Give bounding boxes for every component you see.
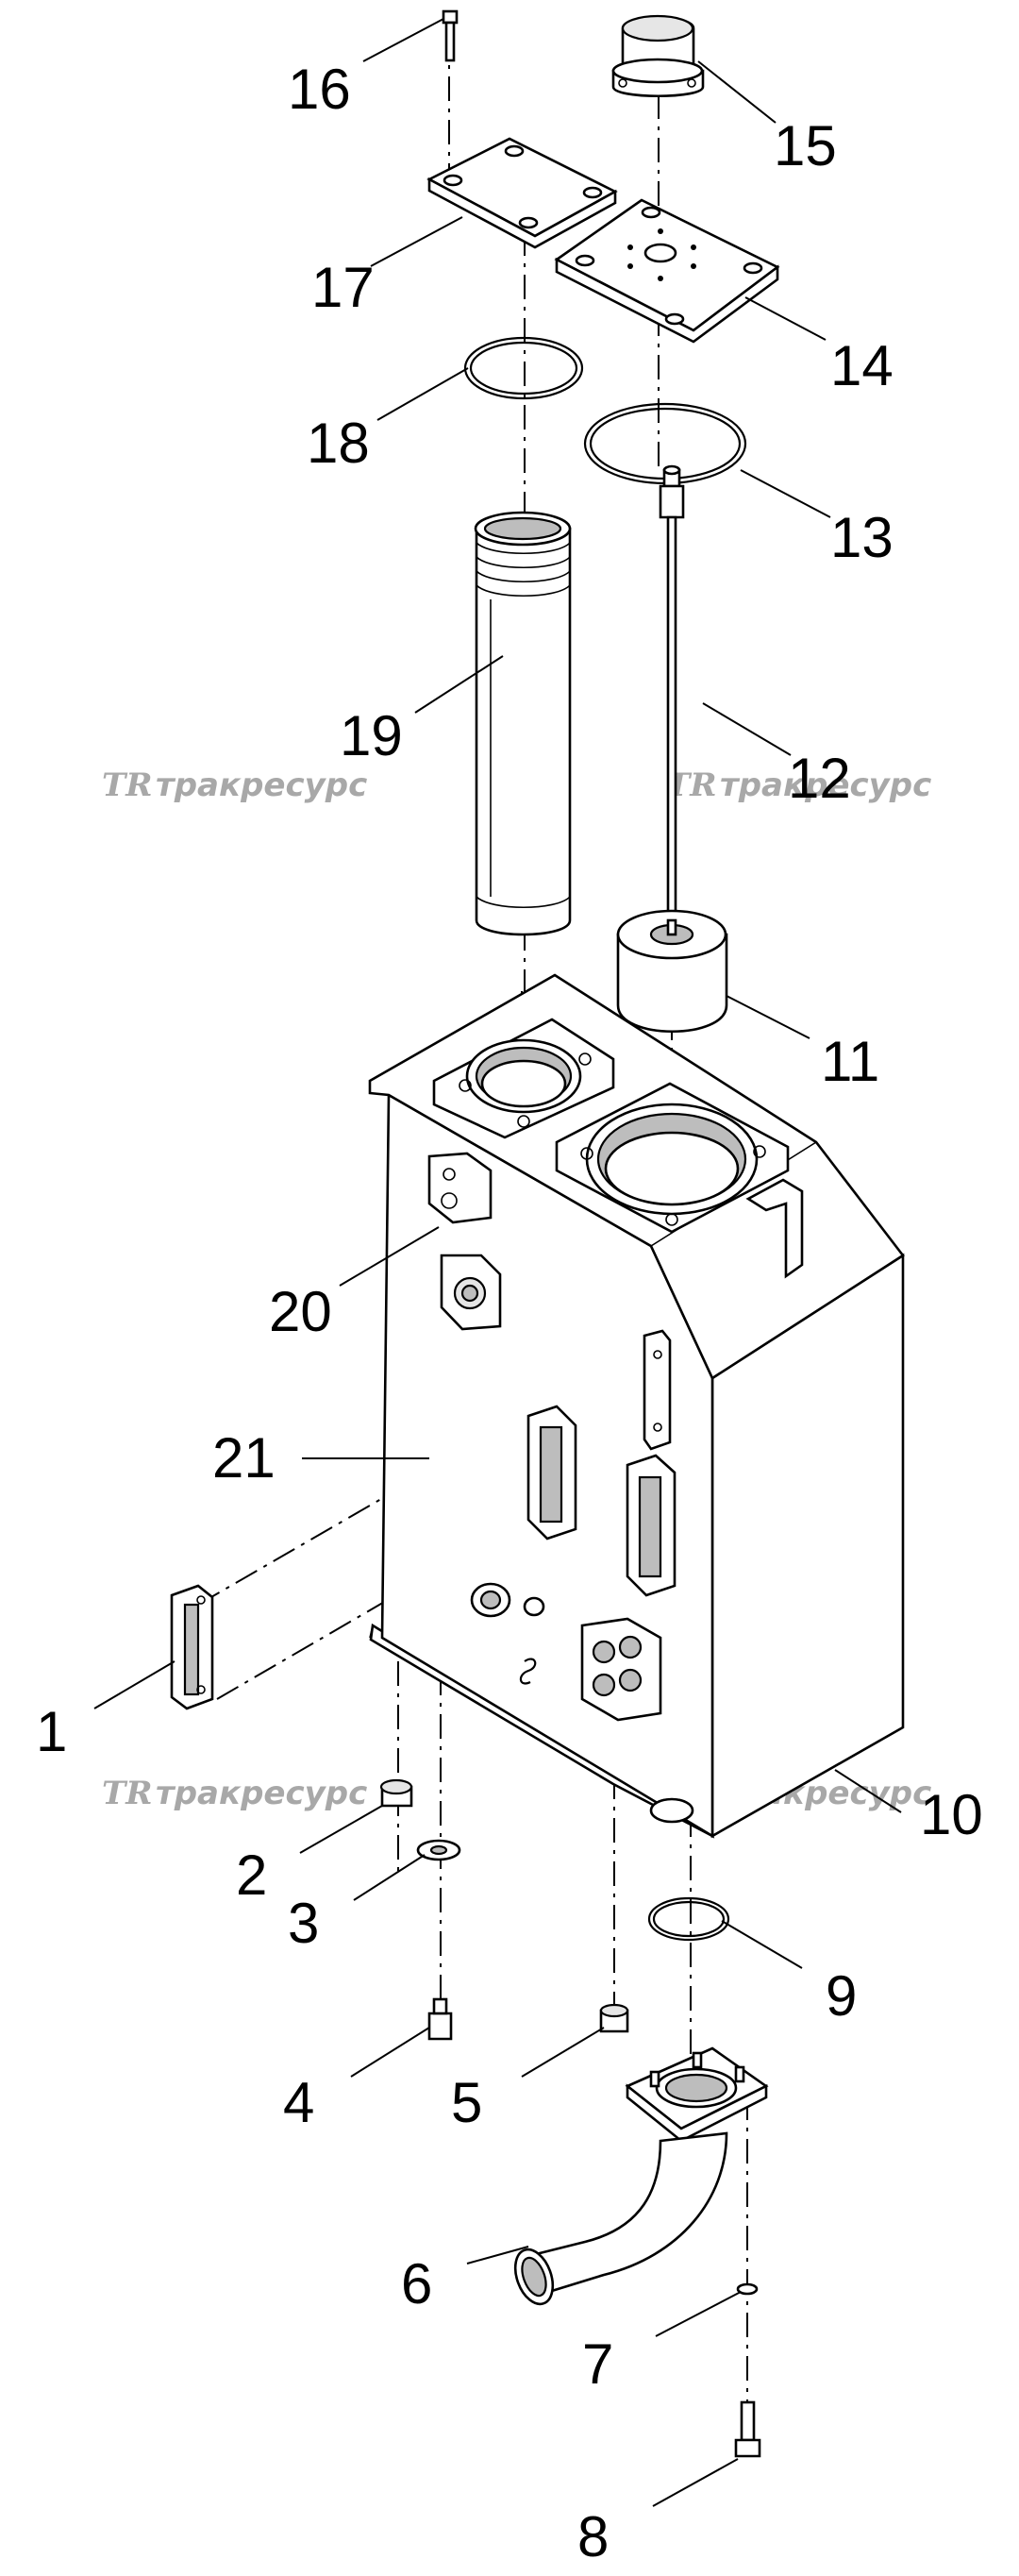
callout-15: 15 — [774, 114, 837, 177]
part-6-suction-elbow — [513, 2046, 769, 2306]
part-8-bolt — [734, 2400, 761, 2458]
callout-10: 10 — [920, 1783, 983, 1846]
part-11-float — [616, 909, 728, 1034]
callout-3: 3 — [288, 1892, 319, 1955]
callout-7: 7 — [582, 2332, 613, 2396]
callout-20: 20 — [269, 1280, 332, 1343]
hydraulic-tank — [368, 973, 905, 1839]
callout-2: 2 — [236, 1844, 267, 1907]
part-16-bolt — [442, 9, 459, 62]
part-14-mount-plate — [554, 198, 780, 344]
callout-1: 1 — [36, 1700, 67, 1763]
callout-19: 19 — [340, 704, 403, 767]
callout-21: 21 — [212, 1426, 276, 1490]
part-2-plug — [379, 1778, 413, 1808]
callout-13: 13 — [830, 506, 894, 569]
part-4-bolt — [427, 1997, 453, 2041]
part-3-washer — [416, 1839, 461, 1861]
svg-text:TR: TR — [102, 1775, 153, 1812]
part-15-breather-cap — [611, 14, 705, 97]
svg-text:TR: TR — [102, 766, 153, 804]
svg-text:тракресурс: тракресурс — [720, 766, 931, 804]
part-5-plug — [599, 2003, 629, 2033]
leader-lines — [93, 18, 902, 2507]
callout-5: 5 — [451, 2071, 482, 2134]
svg-text:тракресурс: тракресурс — [156, 766, 367, 804]
callout-11: 11 — [821, 1030, 879, 1093]
callout-17: 17 — [311, 256, 375, 319]
callout-4: 4 — [283, 2071, 314, 2134]
watermark-top-left: TR тракресурс — [102, 766, 367, 804]
svg-text:тракресурс: тракресурс — [156, 1775, 367, 1812]
part-19-filter-element — [474, 511, 572, 936]
callout-14: 14 — [830, 334, 894, 397]
part-18-o-ring — [463, 336, 584, 400]
part-17-cover-plate — [426, 137, 618, 249]
callout-18: 18 — [307, 412, 370, 475]
part-12-level-sensor — [659, 464, 685, 936]
callout-9: 9 — [826, 1964, 857, 2028]
watermark-top-right: TR тракресурс — [666, 766, 931, 804]
callout-16: 16 — [288, 58, 351, 121]
callout-8: 8 — [577, 2505, 609, 2568]
callout-numbers: 16 15 17 14 18 13 19 12 11 20 21 1 10 2 … — [36, 58, 983, 2568]
callout-12: 12 — [788, 747, 851, 810]
part-9-o-ring — [647, 1896, 730, 1942]
part-1-sight-glass — [170, 1584, 214, 1710]
callout-6: 6 — [401, 2252, 432, 2315]
part-7-washer — [736, 2282, 759, 2296]
watermark-bottom-left: TR тракресурс — [102, 1775, 367, 1812]
